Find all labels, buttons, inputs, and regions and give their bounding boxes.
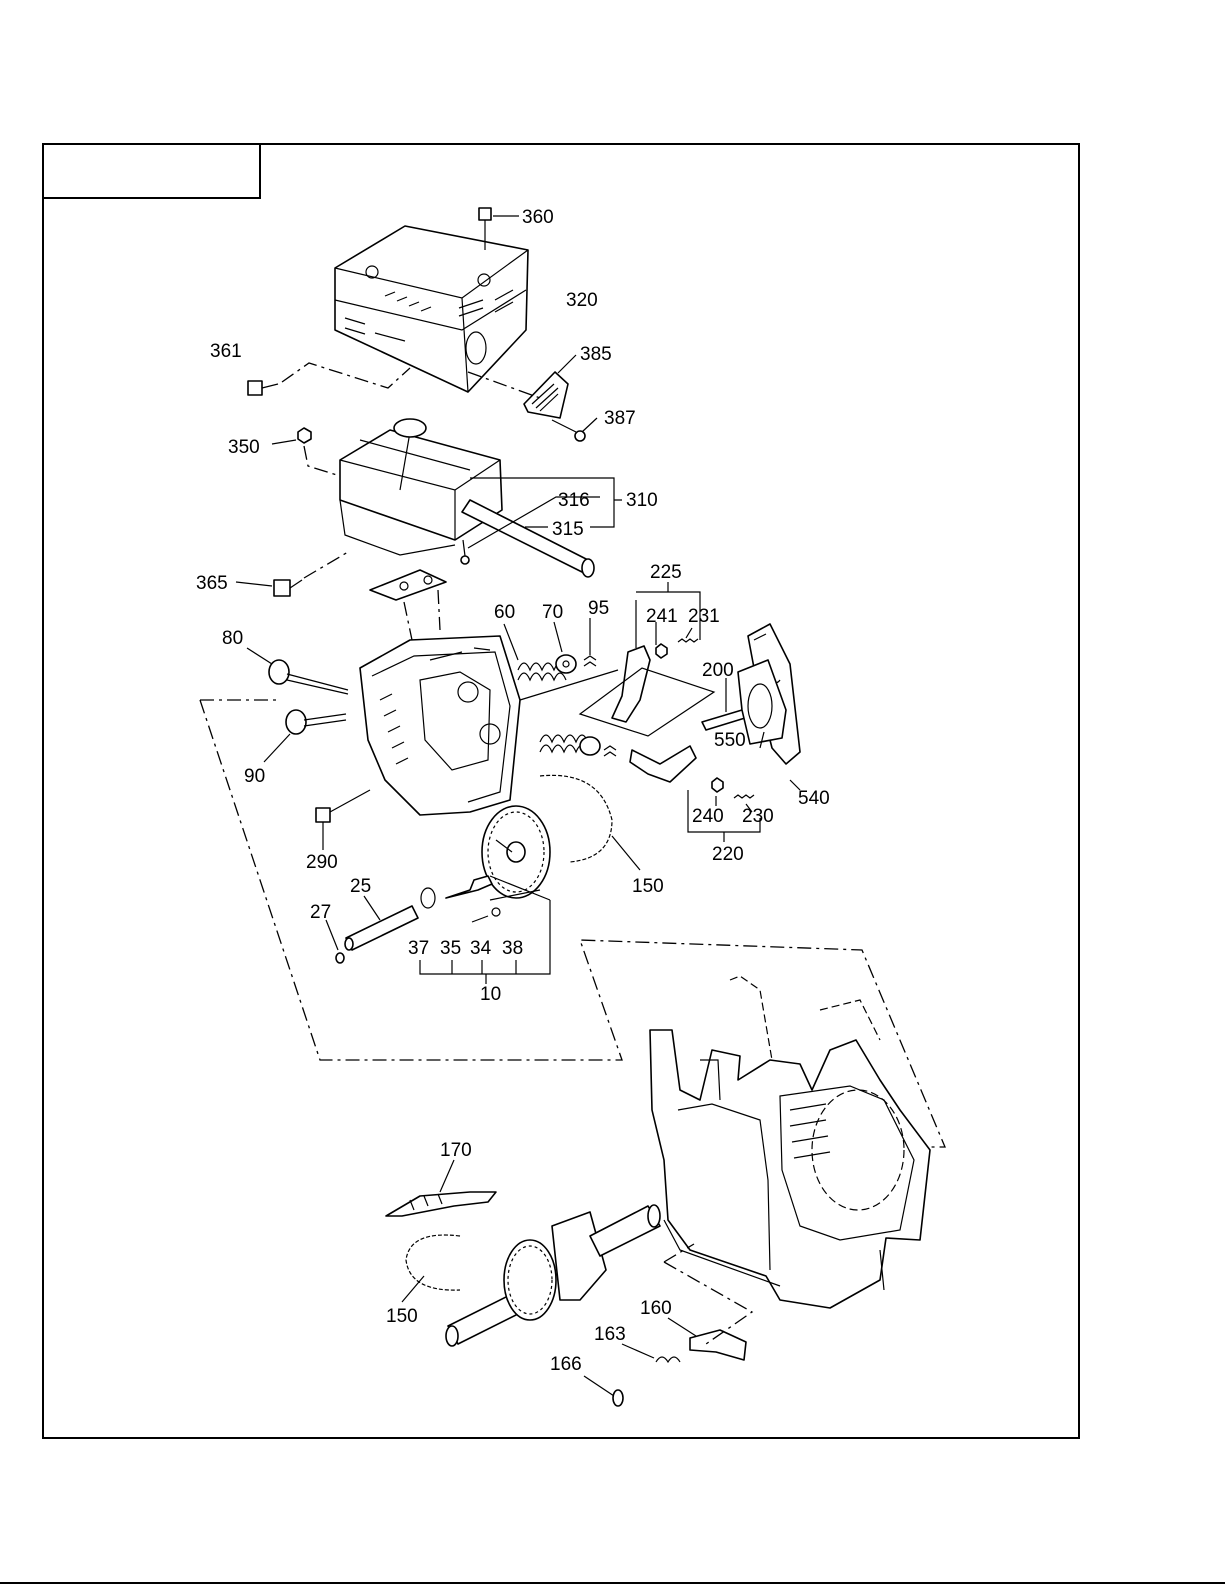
rocker-shaft-200 <box>702 678 745 730</box>
callout-90: 90 <box>244 766 265 787</box>
callout-170: 170 <box>440 1140 472 1161</box>
rocker-screw-230 <box>734 795 754 798</box>
valve-collet-95 <box>584 656 596 666</box>
callout-387: 387 <box>604 408 636 429</box>
chain-guide-170 <box>386 1192 496 1216</box>
figure-title-box <box>43 144 260 198</box>
callout-310: 310 <box>626 490 658 511</box>
callout-70: 70 <box>542 602 563 623</box>
callout-231: 231 <box>688 606 720 627</box>
callout-241: 241 <box>646 606 678 627</box>
callout-150-lower: 150 <box>386 1306 418 1327</box>
nut-350 <box>298 428 311 443</box>
rocker-screw-231 <box>678 639 698 642</box>
circlip-37 <box>421 888 435 908</box>
callout-35: 35 <box>440 938 461 959</box>
rocker-arm-220 <box>630 746 696 782</box>
callout-200: 200 <box>702 660 734 681</box>
callout-150-upper: 150 <box>632 876 664 897</box>
callout-361: 361 <box>210 341 242 362</box>
pin-27 <box>336 953 344 963</box>
page-bottom-rule <box>0 1582 1225 1584</box>
callout-10: 10 <box>480 984 501 1005</box>
spring-retainer-70 <box>556 655 576 673</box>
rocker-arm-225 <box>612 646 650 722</box>
callout-365: 365 <box>196 573 228 594</box>
crankcase <box>650 976 930 1308</box>
muffler-310 <box>340 419 502 555</box>
callout-166: 166 <box>550 1354 582 1375</box>
callout-316: 316 <box>558 490 590 511</box>
pin-166 <box>584 1376 623 1406</box>
bolt-365 <box>274 580 302 596</box>
callout-230: 230 <box>742 806 774 827</box>
muffler-gasket <box>370 570 446 600</box>
callout-80: 80 <box>222 628 243 649</box>
callout-225: 225 <box>650 562 682 583</box>
callout-320: 320 <box>566 290 598 311</box>
callout-34: 34 <box>470 938 492 959</box>
callout-95: 95 <box>588 598 609 619</box>
chain-tensioner-160 <box>690 1330 746 1360</box>
bolt-290 <box>316 808 330 850</box>
callout-220: 220 <box>712 844 744 865</box>
callout-163: 163 <box>594 1324 626 1345</box>
callout-25: 25 <box>350 876 371 897</box>
rocker-nut-241 <box>656 644 667 658</box>
cylinder-head <box>360 636 520 815</box>
callout-60: 60 <box>494 602 515 623</box>
spring-163 <box>656 1357 680 1362</box>
callout-37: 37 <box>408 938 429 959</box>
callout-550: 550 <box>714 730 746 751</box>
valve-collet-lower <box>604 746 616 756</box>
crankshaft <box>446 1205 660 1346</box>
cam-chain-150-lower <box>406 1235 460 1290</box>
callout-385: 385 <box>580 344 612 365</box>
callout-160: 160 <box>640 1298 672 1319</box>
exhaust-valve-90 <box>286 710 346 734</box>
screw-316 <box>461 540 469 564</box>
callout-38: 38 <box>502 938 523 959</box>
rocker-nut-240 <box>712 778 723 792</box>
intake-valve-80 <box>269 660 348 694</box>
callout-360: 360 <box>522 207 554 228</box>
decomp-pin-34 <box>472 916 488 922</box>
decomp-weight-35 <box>446 876 492 898</box>
rocker-cover-320 <box>335 226 528 392</box>
callout-290: 290 <box>306 852 338 873</box>
screw-387 <box>552 420 585 441</box>
bolt-361 <box>248 381 278 395</box>
callout-350: 350 <box>228 437 260 458</box>
decomp-spring-38 <box>492 908 500 916</box>
callout-27: 27 <box>310 902 331 923</box>
cam-chain-150-upper <box>540 775 612 862</box>
callout-240: 240 <box>692 806 724 827</box>
spring-retainer-lower <box>580 737 600 755</box>
callout-315: 315 <box>552 519 584 540</box>
callout-540: 540 <box>798 788 830 809</box>
